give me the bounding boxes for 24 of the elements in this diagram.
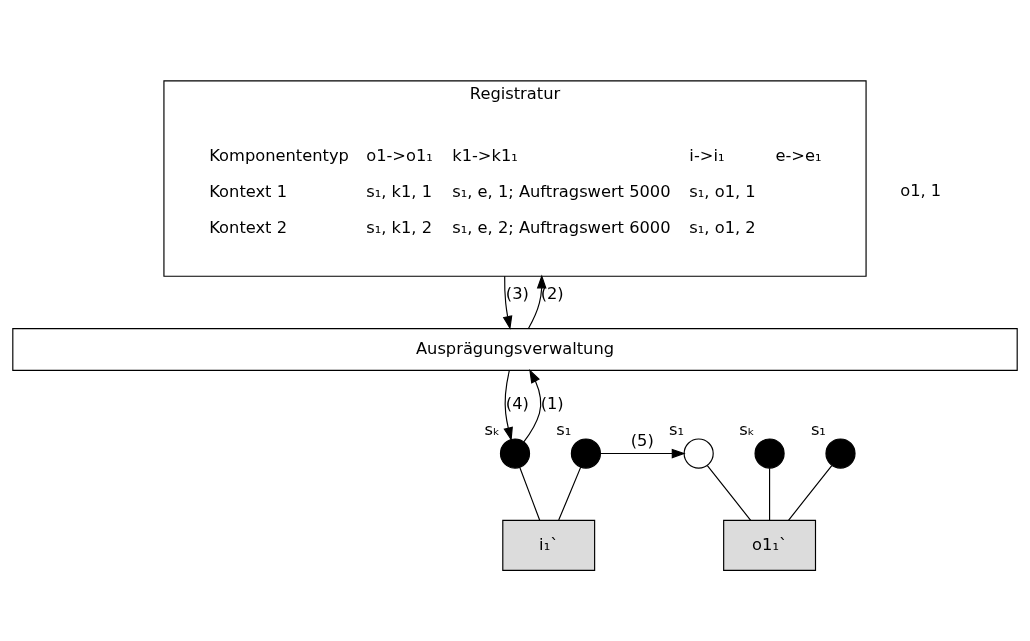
edge-label: (1) xyxy=(540,393,564,413)
edge-label: (5) xyxy=(630,430,654,450)
label: Kontext 1 xyxy=(209,181,288,201)
label: s₁, e, 1; Auftragswert 5000 xyxy=(452,181,671,201)
label: o1->o1₁ xyxy=(366,145,433,165)
edge-label: (2) xyxy=(540,283,564,303)
label: o1, 1 xyxy=(900,180,942,200)
label: s₁, o1, 2 xyxy=(689,217,756,237)
label: k1->k1₁ xyxy=(452,145,518,165)
label: i->i₁ xyxy=(689,145,725,165)
node-label: s₁ xyxy=(669,419,685,439)
node-label: sₖ xyxy=(484,419,501,439)
label: s₁, e, 2; Auftragswert 6000 xyxy=(452,217,671,237)
label: s₁, k1, 2 xyxy=(366,217,432,237)
node-label: s₁ xyxy=(556,419,572,439)
label: Kontext 2 xyxy=(209,217,288,237)
node-label: s₁ xyxy=(810,419,826,439)
label: e->e₁ xyxy=(775,145,822,165)
label: s₁, o1, 1 xyxy=(689,181,756,201)
label: s₁, k1, 1 xyxy=(366,181,432,201)
edge-label: (3) xyxy=(505,283,529,303)
edge-label: (4) xyxy=(505,393,529,413)
label: Komponententyp xyxy=(209,145,349,165)
node-label: sₖ xyxy=(739,419,755,439)
